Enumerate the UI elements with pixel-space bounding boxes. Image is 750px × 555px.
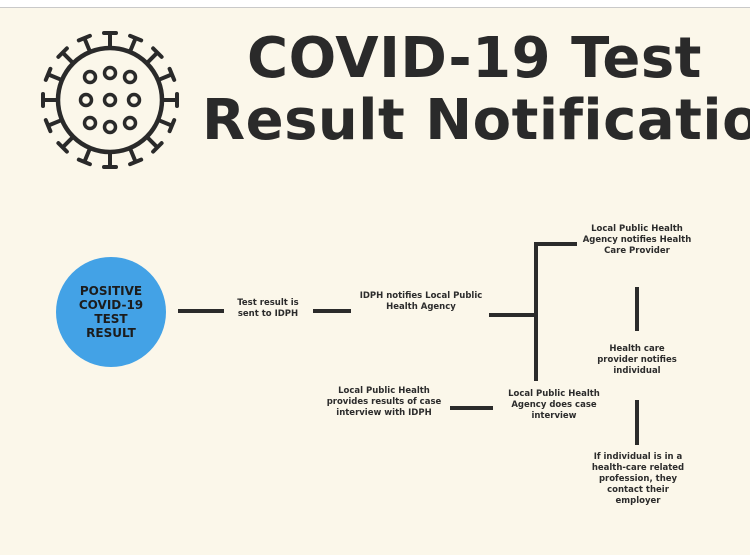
connector-branch-vertical: [534, 242, 538, 381]
step-idph-notifies-agency: IDPH notifies Local Public Health Agency: [359, 291, 483, 312]
connector-idph-to-branch: [489, 313, 536, 317]
connector-branch-to-provider: [534, 242, 577, 246]
connector-start-to-sent: [178, 309, 224, 313]
step-provider-notifies-individual: Health care provider notifies individual: [597, 344, 677, 376]
coronavirus-icon: [41, 31, 179, 169]
connector-individual-down: [635, 400, 639, 445]
positive-result-label: POSITIVE COVID-19 TEST RESULT: [78, 284, 144, 340]
connector-sent-to-idph: [313, 309, 351, 313]
step-contact-employer: If individual is in a health-care relate…: [591, 452, 685, 506]
step-results-shared-with-idph: Local Public Health provides results of …: [326, 386, 442, 418]
title-line-2: Result Notification: [202, 88, 750, 153]
positive-result-node: POSITIVE COVID-19 TEST RESULT: [56, 257, 166, 367]
connector-provider-down: [635, 287, 639, 331]
step-sent-to-idph: Test result is sent to IDPH: [237, 298, 299, 319]
connector-results-to-interview: [450, 406, 493, 410]
step-agency-case-interview: Local Public Health Agency does case int…: [508, 389, 600, 421]
top-border: [0, 0, 750, 8]
title-line-1: COVID-19 Test: [247, 26, 702, 91]
step-agency-notifies-provider: Local Public Health Agency notifies Heal…: [582, 224, 692, 256]
